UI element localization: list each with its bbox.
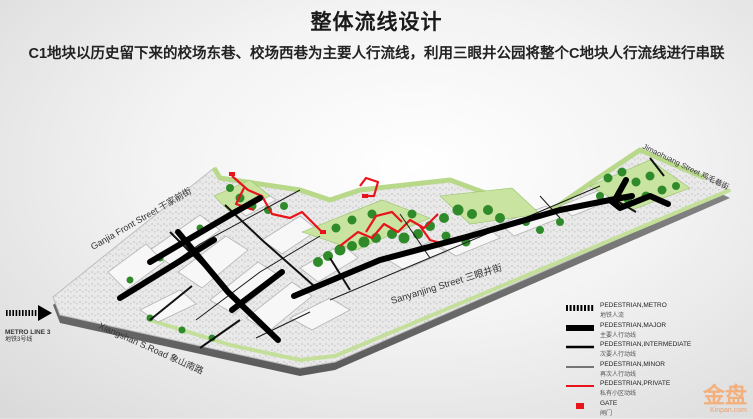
metro-label-cn: 地铁3号线 — [5, 335, 32, 343]
legend-label-cn: 闸门 — [600, 408, 612, 417]
watermark-logo: 金盘 Kinpan.com — [703, 385, 747, 414]
legend-label: PEDESTRIAN,MAJOR — [600, 322, 666, 329]
legend-item-metro: PEDESTRIAN,METRO 地铁人流 — [566, 302, 746, 322]
watermark-text: 金盘 — [703, 385, 747, 407]
legend-sample-private — [566, 383, 594, 389]
legend-item-minor: PEDESTRIAN,MINOR 再次人行动线 — [566, 361, 746, 381]
metro-label: METRO LINE 3 — [5, 329, 51, 336]
watermark-url: Kinpan.com — [703, 407, 747, 414]
legend-label: GATE — [600, 400, 617, 407]
legend-sample-intermediate — [566, 344, 594, 350]
legend-label-cn: 主要人行动线 — [600, 330, 636, 339]
legend-sample-major — [566, 325, 594, 331]
legend-sample-gate — [566, 403, 594, 409]
legend-label: PEDESTRIAN,MINOR — [600, 361, 665, 368]
legend-item-intermediate: PEDESTRIAN,INTERMEDIATE 次要人行动线 — [566, 341, 746, 361]
legend-label: PEDESTRIAN,INTERMEDIATE — [600, 341, 691, 348]
legend-sample-minor — [566, 364, 594, 370]
legend-sample-metro — [566, 305, 594, 311]
legend-item-major: PEDESTRIAN,MAJOR 主要人行动线 — [566, 322, 746, 342]
legend-label: PEDESTRIAN,METRO — [600, 302, 667, 309]
legend-label-cn: 次要人行动线 — [600, 349, 636, 358]
legend-label: PEDESTRIAN,PRIVATE — [600, 380, 670, 387]
legend-label-cn: 地铁人流 — [600, 310, 624, 319]
legend-label-cn: 私有小区动线 — [600, 388, 636, 397]
legend-label-cn: 再次人行动线 — [600, 369, 636, 378]
metro-arrow — [6, 305, 52, 321]
